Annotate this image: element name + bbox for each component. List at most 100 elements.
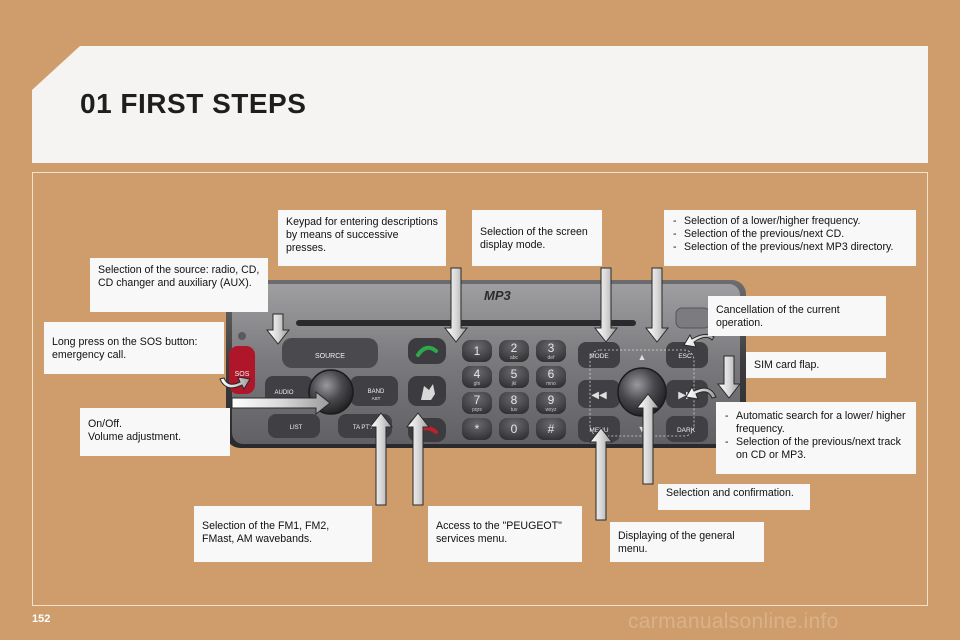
- keypad-key-letters: tuv: [511, 407, 518, 413]
- callout-search: Automatic search for a lower/ higher fre…: [716, 402, 916, 474]
- display-logo: MP3: [484, 288, 512, 303]
- audio-label: AUDIO: [274, 390, 293, 396]
- keypad-key-7[interactable]: [462, 392, 492, 414]
- callout-sim: SIM card flap.: [746, 352, 886, 378]
- cd-slot: [296, 320, 636, 326]
- callout-onoff-line1: On/Off.: [88, 418, 122, 430]
- keypad-key-label: 4: [474, 367, 481, 381]
- list-button[interactable]: [268, 414, 320, 438]
- callout-display-mode-text: Selection of the screen display mode.: [480, 226, 588, 251]
- keypad-key-star[interactable]: [462, 418, 492, 440]
- rewind-button[interactable]: [578, 380, 620, 408]
- dark-label: DARK: [677, 427, 696, 434]
- ta-pty-label: TA PTY: [353, 425, 373, 431]
- callout-sos-text: Long press on the SOS button: emergency …: [52, 336, 198, 361]
- up-arrow-icon: ▲: [638, 352, 647, 362]
- call-accept-icon: [416, 345, 438, 357]
- keypad-key-label: 5: [511, 367, 518, 381]
- callout-frequency-item: Selection of the previous/next CD.: [672, 228, 908, 241]
- callout-cancel: Cancellation of the current operation.: [708, 296, 886, 336]
- keypad-key-label: 8: [511, 393, 518, 407]
- peugeot-lion-icon: [421, 384, 435, 400]
- keypad-key-label: #: [548, 422, 555, 436]
- keypad-key-4[interactable]: [462, 366, 492, 388]
- arrow-source: [265, 313, 291, 345]
- keypad-key-letters: mno: [546, 381, 556, 387]
- keypad-key-0[interactable]: [499, 418, 529, 440]
- down-arrow-icon: ▼: [638, 424, 647, 434]
- sos-led: [238, 332, 246, 340]
- keypad-key-label: *: [475, 422, 480, 436]
- callout-sos: Long press on the SOS button: emergency …: [44, 322, 224, 374]
- callout-peugeot: Access to the "PEUGEOT" services menu.: [428, 506, 582, 562]
- select-knob[interactable]: [617, 367, 667, 417]
- callout-frequency-item: Selection of a lower/higher frequency.: [672, 215, 908, 228]
- callout-onoff-line2: Volume adjustment.: [88, 431, 182, 443]
- keypad-key-letters: jkl: [511, 381, 517, 387]
- band-label: BAND: [368, 389, 385, 395]
- band-sub-label: AST: [372, 396, 381, 401]
- callout-frequency-item: Selection of the previous/next MP3 direc…: [672, 241, 908, 254]
- esc-label: ESC: [678, 353, 692, 360]
- list-label: LIST: [290, 425, 303, 431]
- sim-card-flap[interactable]: [675, 307, 711, 329]
- call-accept-button[interactable]: [408, 338, 446, 364]
- arrow-forward: [644, 267, 670, 343]
- dark-button[interactable]: [666, 416, 708, 442]
- mode-label: MODE: [589, 353, 609, 360]
- page-number: 152: [32, 613, 51, 625]
- header-panel: [32, 46, 928, 163]
- callout-frequency: Selection of a lower/higher frequency. S…: [664, 210, 916, 266]
- callout-select-confirm-text: Selection and confirmation.: [666, 487, 794, 499]
- esc-button[interactable]: [666, 342, 708, 368]
- arrow-menu: [588, 427, 614, 521]
- page-title: 01 FIRST STEPS: [80, 88, 307, 119]
- keypad-key-5[interactable]: [499, 366, 529, 388]
- callout-wavebands-text: Selection of the FM1, FM2, FMast, AM wav…: [202, 520, 330, 545]
- keypad-key-2[interactable]: [499, 340, 529, 362]
- keypad-key-label: 6: [548, 367, 555, 381]
- keypad-key-label: 9: [548, 393, 555, 407]
- keypad-key-1[interactable]: [462, 340, 492, 362]
- keypad-key-label: 3: [548, 341, 555, 355]
- callout-onoff: On/Off. Volume adjustment.: [80, 408, 230, 456]
- callout-select-confirm: Selection and confirmation.: [658, 484, 810, 510]
- arrow-select: [635, 393, 661, 485]
- callout-sim-text: SIM card flap.: [754, 359, 820, 371]
- forward-button[interactable]: [666, 380, 708, 408]
- arrow-band: [231, 390, 331, 416]
- arrow-sim: [716, 355, 742, 399]
- keypad-key-label: 7: [474, 393, 481, 407]
- keypad-key-3[interactable]: [536, 340, 566, 362]
- sos-label: SOS: [235, 371, 250, 378]
- mode-button[interactable]: [578, 342, 620, 368]
- keypad-key-letters: wxyz: [545, 407, 557, 413]
- keypad-key-letters: ghi: [474, 381, 481, 387]
- watermark: carmanualsonline.info: [628, 610, 839, 633]
- band-button[interactable]: [350, 376, 398, 406]
- keypad-key-label: 1: [474, 344, 481, 358]
- callout-search-item: Automatic search for a lower/ higher fre…: [724, 410, 908, 436]
- keypad-key-9[interactable]: [536, 392, 566, 414]
- arrow-sos: [219, 376, 251, 391]
- keypad-key-letters: pqrs: [472, 407, 482, 413]
- keypad-key-label: 2: [511, 341, 518, 355]
- keypad-key-6[interactable]: [536, 366, 566, 388]
- keypad-key-letters: def: [548, 355, 556, 361]
- pointer-arrows: [219, 267, 742, 521]
- source-button[interactable]: [282, 338, 378, 368]
- keypad-key-8[interactable]: [499, 392, 529, 414]
- callout-keypad: Keypad for entering descriptions by mean…: [278, 210, 446, 266]
- content-frame: [32, 172, 928, 606]
- callout-general-menu-text: Displaying of the general menu.: [618, 530, 735, 555]
- arrow-wavebands: [368, 412, 394, 506]
- keypad-key-letters: abc: [510, 355, 519, 361]
- arrow-mode: [593, 267, 619, 343]
- callout-cancel-text: Cancellation of the current operation.: [716, 304, 840, 329]
- menu-button[interactable]: [578, 416, 620, 442]
- callout-source-text: Selection of the source: radio, CD, CD c…: [98, 264, 260, 289]
- callout-source: Selection of the source: radio, CD, CD c…: [90, 258, 268, 312]
- keypad-key-hash[interactable]: [536, 418, 566, 440]
